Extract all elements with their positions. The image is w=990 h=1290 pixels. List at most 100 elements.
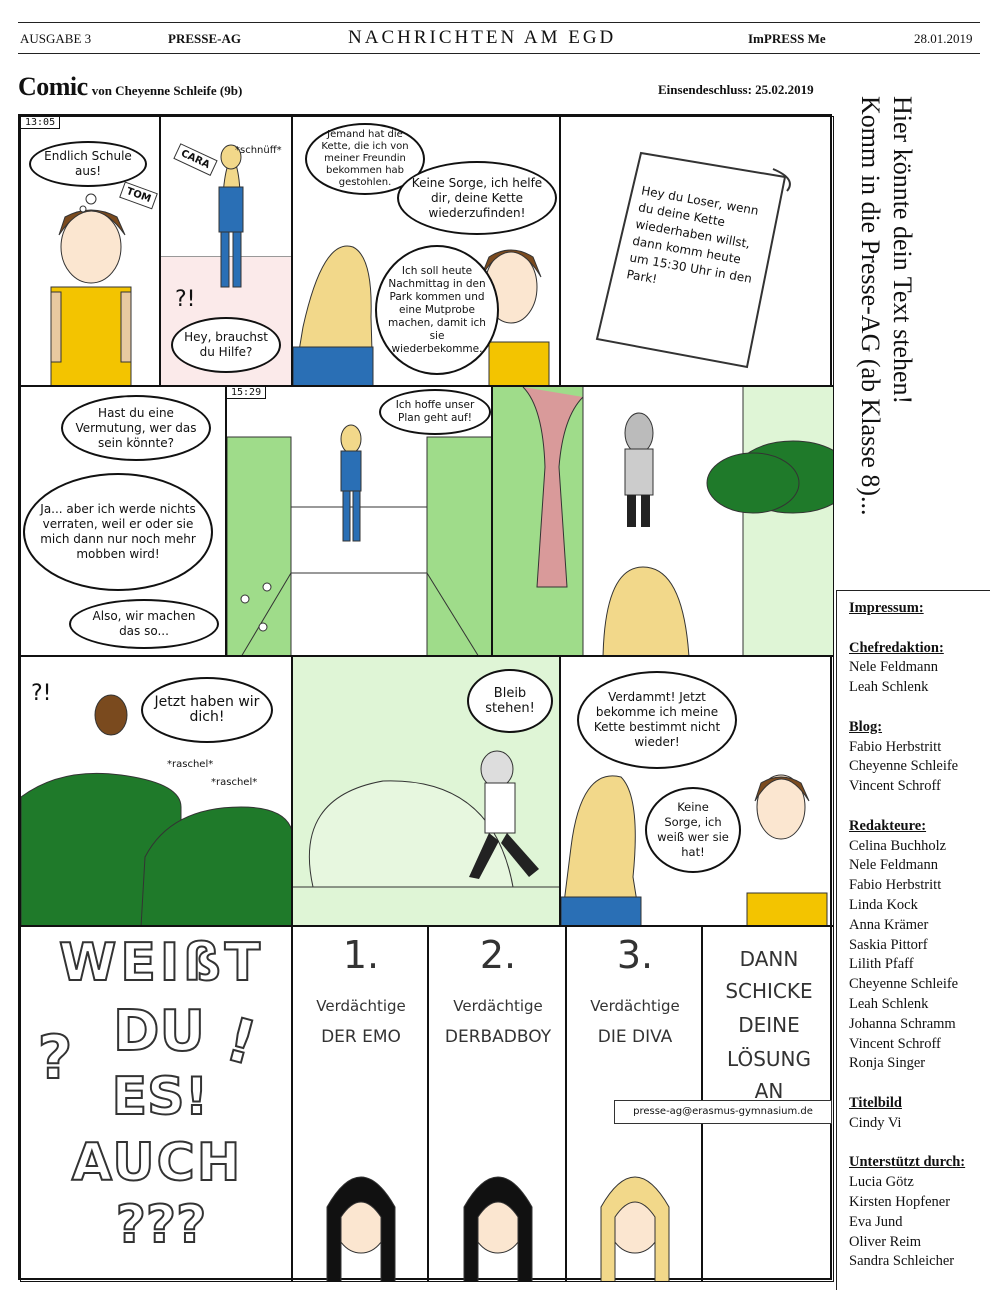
quiz-word-4: AUCH [71, 1132, 243, 1194]
impressum-heading: Titelbild [849, 1094, 902, 1111]
brand-name: ImPRESS Me [748, 31, 826, 46]
panel-4-art [595, 151, 791, 369]
panel-1: 13:05 Endlich Schule aus! TOM [20, 116, 160, 386]
impressum-name: Fabio Herbstritt [849, 738, 942, 755]
impressum-name: Johanna Schramm [849, 1015, 956, 1032]
quiz-word-1: WEIßT [58, 932, 265, 994]
impressum-title: Impressum: [849, 600, 924, 616]
suspect-label: Verdächtige [453, 997, 543, 1015]
panel-15: DANN SCHICKE DEINE LÖSUNG AN [702, 926, 834, 1282]
quiz-word-2: DU [112, 998, 206, 1065]
panel-8-art [21, 694, 291, 925]
impressum-name: Kirsten Hopfener [849, 1193, 951, 1210]
suspect-label: Verdächtige [316, 997, 406, 1015]
impressum-name: Cheyenne Schleife [849, 758, 959, 775]
section-name: PRESSE-AG [168, 31, 241, 46]
headline-title: Comic [18, 72, 88, 101]
panel-8-bubble: Jetzt haben wir dich! [141, 677, 273, 743]
suspect-name: DERBADBOY [444, 1027, 552, 1047]
suspect-number: 1. [342, 933, 380, 977]
suspect-portrait [463, 1176, 533, 1281]
panel-8-marks: ?! [31, 681, 52, 706]
suspect-portrait [326, 1176, 396, 1281]
panel-10: Verdammt! Jetzt bekomme ich meine Kette … [560, 656, 834, 926]
panel-2: *schnüff* CARA ?! Hey, brauchst du Hilfe… [160, 116, 292, 386]
panel-3: Jemand hat die Kette, die ich von meiner… [292, 116, 560, 386]
cta-line-3: DEINE [738, 1013, 800, 1037]
contact-email[interactable]: presse-ag@erasmus-gymnasium.de [614, 1100, 832, 1124]
panel-7 [492, 386, 834, 656]
impressum-name: Eva Jund [849, 1213, 903, 1230]
impressum-name: Cheyenne Schleife [849, 976, 959, 993]
panel-10-art [561, 774, 828, 925]
impressum-name: Cindy Vi [849, 1114, 902, 1131]
impressum-name: Ronja Singer [849, 1055, 926, 1072]
panel-1-bubble: Endlich Schule aus! [29, 141, 147, 187]
impressum-name: Leah Schlenk [849, 995, 929, 1012]
impressum-name: Leah Schlenk [849, 679, 929, 696]
panel-6-art [227, 424, 491, 655]
panel-5-bubble-3: Also, wir machen das so... [69, 599, 219, 649]
panel-3-art [293, 245, 550, 385]
panel-1-time: 13:05 [21, 117, 61, 129]
suspect-name: DER EMO [321, 1027, 401, 1047]
masthead: AUSGABE 3 PRESSE-AG NACHRICHTEN AM EGD I… [18, 22, 980, 54]
impressum-name: Lucia Götz [849, 1174, 914, 1191]
impressum-name: Vincent Schroff [849, 778, 941, 795]
impressum-heading: Blog: [849, 718, 883, 735]
cta-line-2: SCHICKE [725, 979, 813, 1003]
suspect-number: 3. [616, 933, 654, 977]
issue-date: 28.01.2019 [914, 31, 973, 46]
panel-6: 15:29 Ich hoffe unser Plan geht auf! [226, 386, 492, 656]
suspect-portrait [600, 1176, 670, 1281]
panel-7-art [493, 387, 833, 655]
panel-8: ?! Jetzt haben wir dich! *raschel* *rasc… [20, 656, 292, 926]
impressum-name: Anna Krämer [849, 916, 929, 933]
panel-8-sound-1: *raschel* [167, 759, 214, 770]
impressum-name: Linda Kock [849, 896, 918, 913]
panel-6-bubble: Ich hoffe unser Plan geht auf! [379, 389, 491, 435]
headline-byline: von Cheyenne Schleife (9b) [91, 83, 243, 98]
side-promo-line2: Komm in die Presse-AG (ab Klasse 8)... [856, 96, 885, 516]
quiz-word-3: ES! [111, 1066, 210, 1128]
cta-line-5: AN [754, 1079, 784, 1103]
impressum-name: Lilith Pfaff [849, 956, 914, 973]
panel-9: Bleib stehen! [292, 656, 560, 926]
suspect-number: 2. [479, 933, 517, 977]
impressum-name: Saskia Pittorf [849, 936, 928, 953]
panel-11: WEIßT DU ES! AUCH ??? ? ! [20, 926, 292, 1282]
impressum-name: Celina Buchholz [849, 837, 947, 854]
panel-3-bubble-2: Keine Sorge, ich helfe dir, deine Kette … [397, 161, 557, 235]
cta-line-4: LÖSUNG [727, 1047, 811, 1071]
suspect-label: Verdächtige [590, 997, 680, 1015]
panel-2-sound: *schnüff* [235, 145, 282, 156]
impressum-name: Nele Feldmann [849, 659, 938, 676]
cta-line-1: DANN [739, 947, 799, 971]
impressum-name: Oliver Reim [849, 1233, 922, 1250]
newspaper-title: NACHRICHTEN AM EGD [348, 27, 617, 48]
impressum-name: Fabio Herbstritt [849, 877, 942, 894]
issue-number: AUSGABE 3 [20, 31, 92, 46]
panel-10-bubble-2: Keine Sorge, ich weiß wer sie hat! [645, 787, 741, 873]
panel-2-marks: ?! [175, 287, 196, 312]
suspect-name: DIE DIVA [597, 1027, 673, 1047]
quiz-question-mark: ? [37, 1022, 74, 1094]
impressum-name: Nele Feldmann [849, 857, 938, 874]
panel-9-bubble: Bleib stehen! [467, 669, 553, 733]
side-promo-line1: Hier könnte dein Text stehen! [888, 96, 917, 405]
impressum-heading: Unterstützt durch: [849, 1154, 966, 1171]
panel-3-bubble-3: Ich soll heute Nachmittag in den Park ko… [375, 245, 499, 375]
panel-3-bubble-1: Jemand hat die Kette, die ich von meiner… [305, 123, 425, 195]
impressum-name: Vincent Schroff [849, 1035, 941, 1052]
panel-8-sound-2: *raschel* [211, 777, 258, 788]
impressum-heading: Chefredaktion: [849, 639, 944, 656]
article-headline: Comic von Cheyenne Schleife (9b) [18, 72, 242, 102]
panel-2-bubble: Hey, brauchst du Hilfe? [171, 317, 281, 373]
panel-5-bubble-2: Ja... aber ich werde nichts verraten, we… [23, 473, 213, 591]
panel-4: Hey du Loser, wenn du deine Kette wieder… [560, 116, 834, 386]
quiz-word-5: ??? [115, 1194, 208, 1256]
panel-5: Hast du eine Vermutung, wer das sein kön… [20, 386, 226, 656]
